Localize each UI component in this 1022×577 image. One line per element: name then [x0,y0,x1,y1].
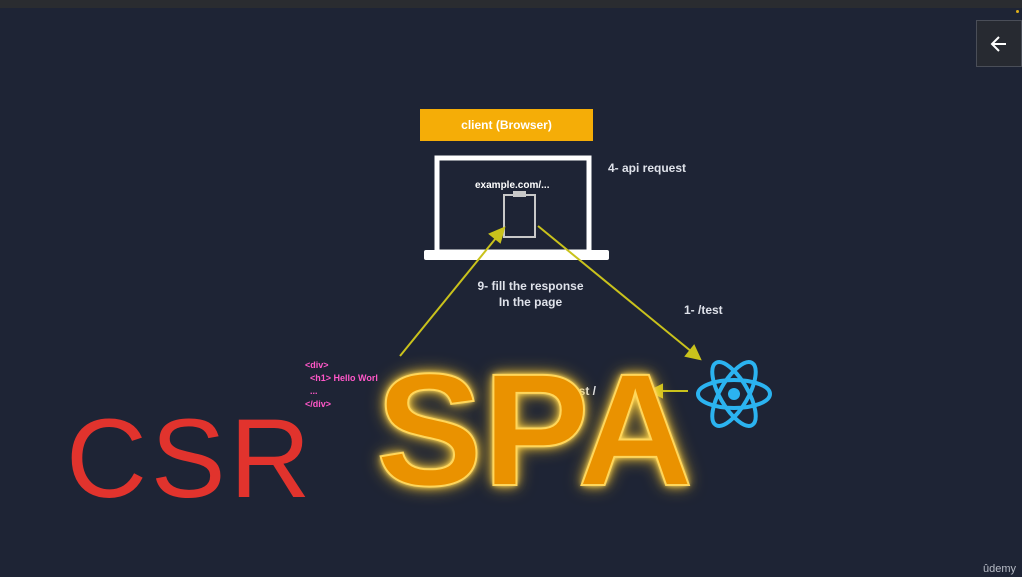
client-browser-label: client (Browser) [420,109,593,141]
step-api-request: 4- api request [608,161,687,175]
browser-url: example.com/... [475,180,550,191]
clipboard-icon [503,191,536,238]
partial-request-label: est / [572,384,597,398]
step-test-request: 1- /test [684,303,723,317]
udemy-watermark: ûdemy [983,563,1017,575]
indicator-dot [1016,10,1019,13]
html-code-snippet: <div> <h1> Hello Worl ... </div> [305,360,378,409]
laptop-icon [424,155,609,260]
step-fill-line2: In the page [498,295,563,309]
csr-title: CSR [66,396,315,521]
step-fill-line1: 9- fill the response [477,279,584,293]
arrows [399,225,702,399]
back-button[interactable] [976,20,1022,67]
spa-title: SPA [375,340,694,519]
react-logo-icon [696,360,772,428]
arrow-left-icon [990,35,1006,52]
step-fill-response: 9- fill the response In the page [468,278,593,310]
top-bar [0,0,1022,8]
